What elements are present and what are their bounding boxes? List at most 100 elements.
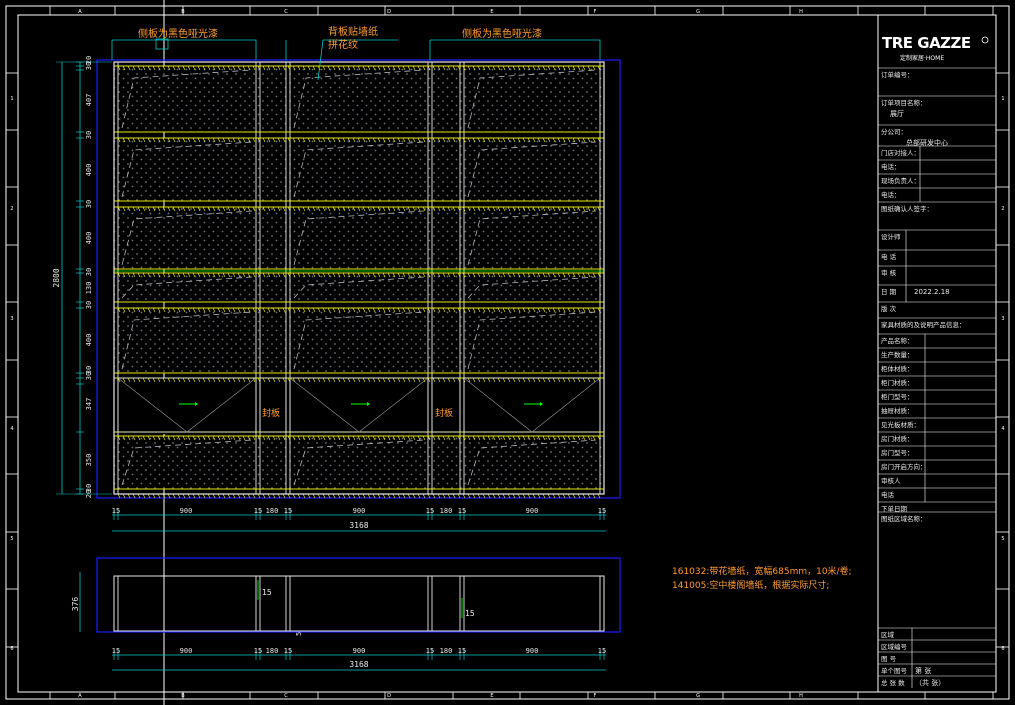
shelf-fringe: [177, 435, 181, 441]
shelf-fringe: [587, 435, 591, 441]
shelf-fringe: [572, 493, 576, 499]
vdim-label: 400: [85, 232, 93, 245]
shelf-fringe: [222, 65, 226, 71]
border-letter: H: [799, 693, 803, 699]
shelf-fringe: [287, 206, 291, 212]
shelf-fringe: [327, 65, 331, 71]
shelf-fringe: [332, 307, 336, 313]
title-row-value: 展厅: [890, 110, 904, 118]
shelf-fringe: [332, 137, 336, 143]
shelf-fringe: [427, 272, 431, 278]
title-row-label: 产品名称：: [881, 336, 914, 345]
shelf-fringe: [187, 307, 191, 313]
shelf-fringe: [347, 435, 351, 441]
shelf-fringe: [272, 65, 276, 71]
shelf-fringe: [282, 272, 286, 278]
shelf-fringe: [457, 493, 461, 499]
shelf-fringe: [167, 272, 171, 278]
shelf-fringe: [452, 435, 456, 441]
shelf-fringe: [182, 272, 186, 278]
vdim-label: 400: [85, 164, 93, 177]
note-leaders: [111, 38, 601, 81]
shelf-fringe: [282, 137, 286, 143]
shelf-fringe: [122, 435, 126, 441]
shelf-fringe: [437, 206, 441, 212]
overall-width-label: 3168: [349, 521, 368, 530]
shelf-fringe: [477, 206, 481, 212]
shelf-fringe: [117, 307, 121, 313]
shelf-fringe: [517, 272, 521, 278]
shelf-fringe: [582, 435, 586, 441]
shelf-fringe: [567, 137, 571, 143]
shelf-fringe: [122, 272, 126, 278]
shelf-fringe: [387, 493, 391, 499]
shelf-fringe: [412, 307, 416, 313]
vdim-label: 20: [85, 490, 93, 498]
shelf-fringe: [512, 137, 516, 143]
shelf-fringe: [297, 137, 301, 143]
shelf-fringe: [462, 65, 466, 71]
shelf-fringe: [542, 377, 546, 383]
shelf-fringe: [407, 307, 411, 313]
shelf-fringe: [152, 435, 156, 441]
shelf-fringe: [217, 493, 221, 499]
shelf-fringe: [582, 137, 586, 143]
shelf-fringe: [277, 377, 281, 383]
shelf-fringe: [332, 272, 336, 278]
shelf-fringe: [152, 65, 156, 71]
shelf-fringe: [467, 307, 471, 313]
shelf-fringe: [262, 493, 266, 499]
shelf-fringe: [257, 435, 261, 441]
shelf-fringe: [307, 65, 311, 71]
wallpaper-motif: [121, 311, 253, 370]
shelf-fringe: [297, 206, 301, 212]
shelf-fringe: [187, 435, 191, 441]
shelf-fringe: [212, 206, 216, 212]
shelf-fringe: [177, 377, 181, 383]
shelf-fringe: [267, 377, 271, 383]
shelf-fringe: [382, 435, 386, 441]
shelf-fringe: [282, 377, 286, 383]
shelf-fringe: [162, 377, 166, 383]
shelf-fringe: [242, 377, 246, 383]
shelf-fringe: [592, 493, 596, 499]
shelf-fringe: [587, 493, 591, 499]
shelf-fringe: [392, 137, 396, 143]
title-row-label: 现场负责人：: [881, 176, 920, 185]
wallpaper-motif: [121, 69, 253, 129]
shelf-fringe: [287, 493, 291, 499]
shelf-fringe: [177, 272, 181, 278]
shelf-fringe: [407, 493, 411, 499]
shelf-fringe: [232, 206, 236, 212]
shelf-fringe: [587, 272, 591, 278]
hdim-label: 180: [266, 507, 279, 515]
drawer-open-mark: [289, 377, 429, 433]
shelf-fringe: [547, 435, 551, 441]
shelf-fringe: [137, 493, 141, 499]
shelf-fringe: [337, 137, 341, 143]
shelf-fringe: [267, 65, 271, 71]
shelf-fringe: [422, 137, 426, 143]
shelf-fringe: [457, 272, 461, 278]
shelf-fringe: [472, 377, 476, 383]
shelf-fringe: [567, 435, 571, 441]
shelf-fringe: [302, 377, 306, 383]
plan-blue-outline: [96, 557, 621, 633]
shelf-fringe: [507, 435, 511, 441]
shelf-fringe: [437, 137, 441, 143]
shelf-fringe: [557, 435, 561, 441]
hdim-label: 15: [458, 647, 466, 655]
shelf-fringe: [417, 493, 421, 499]
shelf-fringe: [147, 377, 151, 383]
title-row-label: 电话: [881, 490, 895, 499]
shelf-fringe: [592, 307, 596, 313]
hdim-label: 15: [112, 507, 120, 515]
wallpaper-pattern-rows: [114, 66, 604, 489]
shelf-fringe: [157, 65, 161, 71]
shelf-fringe: [177, 137, 181, 143]
shelf-fringe: [487, 272, 491, 278]
shelf-fringe: [457, 137, 461, 143]
border-letter: G: [696, 693, 700, 699]
shelf-fringe: [287, 65, 291, 71]
shelf-fringe: [397, 307, 401, 313]
